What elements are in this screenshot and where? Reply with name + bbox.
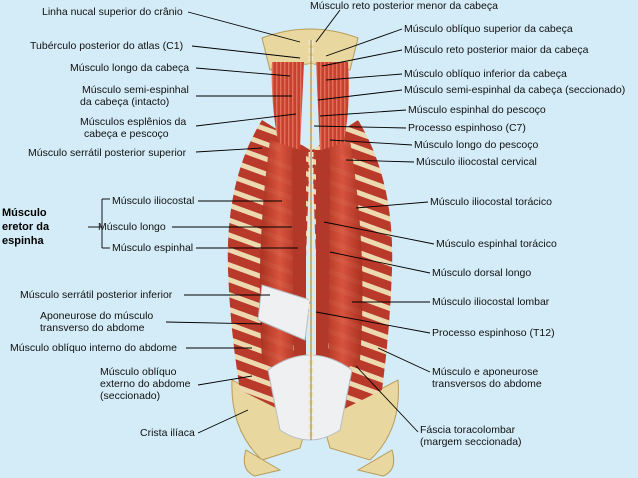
label-obliquo-inferior: Músculo oblíquo inferior da cabeça [404,68,567,80]
label-esplenios-1: Músculos esplênios da [80,116,187,128]
label-reto-menor: Músculo reto posterior menor da cabeça [310,0,498,12]
label-reto-maior: Músculo reto posterior maior da cabeça [404,44,589,56]
pelvis [231,379,399,477]
label-dorsal-longo: Músculo dorsal longo [432,267,532,279]
label-eretor-3: espinha [2,235,44,247]
label-serratil-inferior: Músculo serrátil posterior inferior [20,289,173,301]
leader-lines [88,9,435,434]
label-espinhal: Músculo espinhal [112,242,194,254]
label-semi-espinhal-2: da cabeça (intacto) [80,96,170,108]
label-iliocostal-toracico: Músculo iliocostal torácico [430,196,552,208]
label-serratil-superior: Músculo serrátil posterior superior [28,147,187,159]
label-linha-nucal: Linha nucal superior do crânio [42,6,183,18]
label-iliocostal-lombar: Músculo iliocostal lombar [432,296,550,308]
label-obliquo-externo-3: (seccionado) [100,390,161,402]
label-obliquo-superior: Músculo oblíquo superior da cabeça [404,23,573,35]
label-esplenios-2: cabeça e pescoço [84,128,169,140]
label-processo-c7: Processo espinhoso (C7) [408,122,526,134]
label-fascia-2: (margem seccionada) [420,436,522,448]
label-longo: Músculo longo [98,221,166,233]
label-processo-t12: Processo espinhoso (T12) [432,327,555,339]
label-eretor-2: eretor da [2,221,50,233]
label-semi-espinhal-1: Músculo semi-espinhal [82,84,189,96]
label-aponeurose-1: Aponeurose do músculo [40,310,154,322]
label-fascia-1: Fáscia toracolombar [420,424,516,436]
label-crista-iliaca: Crista ilíaca [140,427,195,439]
label-eretor-1: Músculo [2,207,47,219]
label-aponeurose-2: transverso do abdome [40,322,145,334]
label-iliocostal: Músculo iliocostal [112,195,195,207]
label-longo-cabeca: Músculo longo da cabeça [70,62,190,74]
label-semi-seccionado: Músculo semi-espinhal da cabeça (seccion… [404,84,626,96]
label-transversos-1: Músculo e aponeurose [432,366,539,378]
label-obliquo-externo-2: externo do abdome [100,378,191,390]
label-obliquo-externo-1: Músculo oblíquo [100,366,177,378]
label-tuberculo-atlas: Tubérculo posterior do atlas (C1) [30,40,184,52]
neck-muscles [271,62,349,160]
label-iliocostal-cervical: Músculo iliocostal cervical [416,156,537,168]
label-obliquo-interno: Músculo oblíquo interno do abdome [10,342,177,354]
serratus-posterior-inferior [257,284,311,341]
thoracolumbar-fascia [267,354,353,441]
label-espinhal-pescoco: Músculo espinhal do pescoço [408,104,546,116]
label-espinhal-toracico: Músculo espinhal torácico [436,238,557,250]
label-transversos-2: transversos do abdome [432,378,542,390]
label-longo-pescoco: Músculo longo do pescoço [414,139,539,151]
